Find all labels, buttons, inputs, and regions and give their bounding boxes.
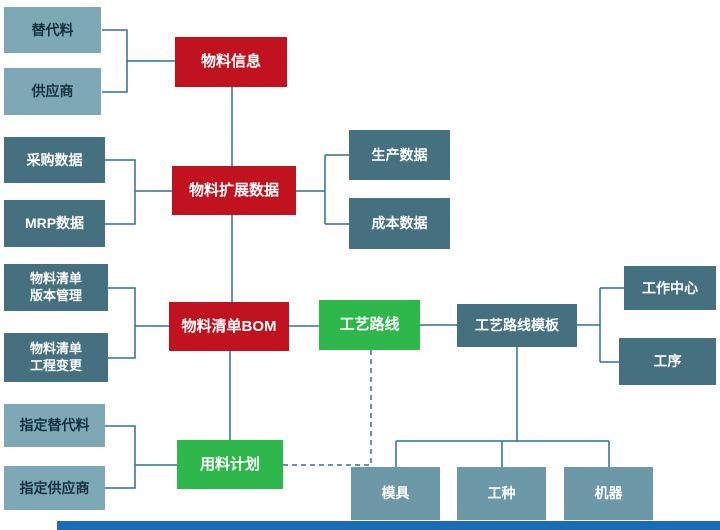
node-label: 模具 bbox=[381, 485, 410, 502]
node-mrp-data: MRP数据 bbox=[4, 200, 105, 247]
connector-version-change-to-bom bbox=[108, 287, 169, 359]
node-machine: 机器 bbox=[564, 467, 653, 520]
node-label: 工种 bbox=[487, 485, 516, 502]
node-label: 物料清单 版本管理 bbox=[29, 270, 82, 303]
node-purchase-data: 采购数据 bbox=[4, 137, 105, 183]
node-label: 物料扩展数据 bbox=[188, 181, 279, 199]
node-label: 工作中心 bbox=[642, 279, 698, 296]
node-work-center: 工作中心 bbox=[624, 266, 716, 310]
node-label: 物料清单 工程变更 bbox=[29, 340, 82, 373]
node-label: 供应商 bbox=[31, 83, 74, 100]
node-label: 物料清单BOM bbox=[181, 317, 277, 335]
node-label: 成本数据 bbox=[371, 215, 428, 232]
node-label: 机器 bbox=[594, 485, 623, 502]
node-operation: 工序 bbox=[619, 338, 716, 385]
node-material-plan: 用料计划 bbox=[177, 440, 283, 489]
connector-material-ext-to-production-cost bbox=[296, 154, 349, 225]
node-production-data: 生产数据 bbox=[349, 130, 450, 180]
bottom-blue-bar bbox=[57, 521, 720, 530]
node-substitute-material: 替代料 bbox=[4, 7, 101, 53]
node-bom-engineering-change: 物料清单 工程变更 bbox=[4, 333, 108, 382]
connector-template-to-workcenter-operation bbox=[577, 287, 624, 363]
connector-substitute-supplier-to-material-info bbox=[102, 29, 175, 93]
connector-process-route-to-material-plan-dashed bbox=[283, 350, 372, 466]
node-mold: 模具 bbox=[351, 467, 440, 520]
node-material-info: 物料信息 bbox=[175, 37, 287, 87]
node-designated-substitute: 指定替代料 bbox=[4, 404, 105, 447]
connector-designated-to-material-plan bbox=[105, 425, 177, 489]
node-label: 工艺路线模板 bbox=[475, 317, 559, 334]
node-label: 替代料 bbox=[31, 21, 74, 38]
node-designated-supplier: 指定供应商 bbox=[4, 466, 105, 510]
node-supplier: 供应商 bbox=[4, 68, 101, 115]
node-label: 指定供应商 bbox=[19, 479, 90, 496]
node-label: 指定替代料 bbox=[19, 417, 90, 434]
node-label: 工艺路线 bbox=[339, 316, 400, 334]
connector-template-to-mold-worktype-machine bbox=[395, 347, 610, 467]
node-process-route-template: 工艺路线模板 bbox=[457, 304, 577, 347]
node-work-type: 工种 bbox=[457, 467, 546, 520]
node-label: MRP数据 bbox=[24, 215, 85, 232]
node-process-route: 工艺路线 bbox=[319, 300, 420, 350]
node-label: 物料信息 bbox=[200, 53, 261, 71]
node-label: 生产数据 bbox=[371, 146, 428, 163]
connector-purchase-mrp-to-material-ext bbox=[105, 159, 172, 225]
node-bom: 物料清单BOM bbox=[169, 302, 289, 351]
node-label: 采购数据 bbox=[26, 151, 83, 168]
node-cost-data: 成本数据 bbox=[349, 198, 450, 249]
node-label: 工序 bbox=[653, 353, 682, 370]
node-bom-version-management: 物料清单 版本管理 bbox=[4, 264, 108, 311]
node-label: 用料计划 bbox=[199, 455, 260, 473]
node-material-extended-data: 物料扩展数据 bbox=[172, 166, 296, 215]
